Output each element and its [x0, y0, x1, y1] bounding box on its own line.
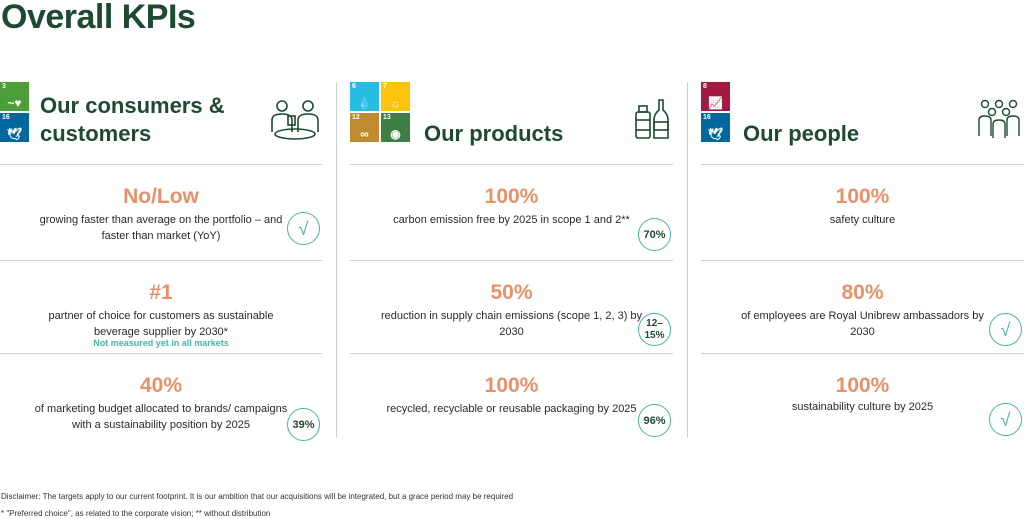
- footnote-text: * "Preferred choice", as related to the …: [1, 509, 271, 518]
- kpi-row: 80% of employees are Royal Unibrew ambas…: [701, 260, 1024, 354]
- column-title: Our consumers & customers: [40, 93, 225, 146]
- kpi-value: 100%: [484, 185, 539, 208]
- sdg-13-icon: 13 ◉: [381, 113, 410, 142]
- status-badge: 70%: [638, 218, 671, 251]
- sdg-icons: 8 📈 16 🕊: [701, 82, 730, 142]
- kpi-value: 40%: [139, 374, 183, 397]
- kpi-value: 100%: [484, 374, 539, 397]
- sdg-12-icon: 12 ∞: [350, 113, 379, 142]
- kpi-description: sustainability culture by 2025: [791, 401, 934, 413]
- kpi-value: 50%: [490, 281, 533, 304]
- kpi-description: recycled, recyclable or reusable packagi…: [386, 403, 637, 415]
- kpi-description: carbon emission free by 2025 in scope 1 …: [393, 214, 630, 226]
- kpi-row: #1 partner of choice for customers as su…: [0, 260, 322, 354]
- column-header: 8 📈 16 🕊 Our people: [701, 82, 1024, 164]
- disclaimer-text: Disclaimer: The targets apply to our cur…: [1, 492, 514, 501]
- page-title: Overall KPIs: [1, 0, 196, 36]
- sdg-3-icon: 3 ~♥: [0, 82, 29, 111]
- kpi-description: reduction in supply chain emissions (sco…: [380, 310, 643, 338]
- column-products: 6 💧 7 ☼ 12 ∞ 13 ◉ Our products: [350, 82, 673, 438]
- column-divider: [687, 82, 688, 438]
- kpi-description: growing faster than average on the portf…: [39, 214, 283, 242]
- column-consumers-customers: 3 ~♥ 16 🕊 Our consumers & customers No/L…: [0, 82, 322, 441]
- kpi-row: 100% recycled, recyclable or reusable pa…: [350, 353, 673, 447]
- sdg-6-icon: 6 💧: [350, 82, 379, 111]
- column-title: Our people: [743, 121, 860, 146]
- sdg-icons: 3 ~♥ 16 🕊: [0, 82, 29, 142]
- kpi-description: safety culture: [829, 214, 896, 226]
- kpi-value: #1: [149, 281, 173, 304]
- column-people: 8 📈 16 🕊 Our people 100% safety culture …: [701, 82, 1024, 438]
- sdg-7-icon: 7 ☼: [381, 82, 410, 111]
- kpi-description: of employees are Royal Unibrew ambassado…: [741, 310, 984, 338]
- consumers-customers-icon: [266, 98, 322, 147]
- sdg-16-icon: 16 🕊: [0, 113, 29, 142]
- column-divider: [336, 82, 337, 438]
- kpi-row: 100% sustainability culture by 2025 √: [701, 353, 1024, 447]
- sdg-icons: 6 💧 7 ☼ 12 ∞ 13 ◉: [350, 82, 410, 142]
- checkmark-icon: √: [989, 403, 1022, 436]
- kpi-value: 80%: [841, 281, 884, 304]
- people-group-icon: [975, 98, 1023, 147]
- bottles-icon: [632, 98, 672, 147]
- status-badge: 39%: [287, 408, 320, 441]
- kpi-row: 100% safety culture: [701, 164, 1024, 258]
- column-header: 6 💧 7 ☼ 12 ∞ 13 ◉ Our products: [350, 82, 673, 164]
- column-title: Our products: [424, 121, 564, 146]
- sdg-8-icon: 8 📈: [701, 82, 730, 111]
- kpi-value: 100%: [835, 374, 890, 397]
- kpi-value: 100%: [835, 185, 890, 208]
- kpi-row: 100% carbon emission free by 2025 in sco…: [350, 164, 673, 258]
- sdg-16-icon: 16 🕊: [701, 113, 730, 142]
- status-badge: 12–15%: [638, 313, 671, 346]
- kpi-row: No/Low growing faster than average on th…: [0, 164, 322, 258]
- kpi-note: Not measured yet in all markets: [93, 338, 229, 348]
- status-badge: 96%: [638, 404, 671, 437]
- kpi-row: 40% of marketing budget allocated to bra…: [0, 353, 322, 447]
- kpi-description: of marketing budget allocated to brands/…: [34, 403, 288, 431]
- kpi-description: partner of choice for customers as susta…: [48, 310, 274, 338]
- checkmark-icon: √: [989, 313, 1022, 346]
- kpi-row: 50% reduction in supply chain emissions …: [350, 260, 673, 354]
- kpi-value: No/Low: [123, 185, 199, 208]
- column-header: 3 ~♥ 16 🕊 Our consumers & customers: [0, 82, 322, 164]
- checkmark-icon: √: [287, 212, 320, 245]
